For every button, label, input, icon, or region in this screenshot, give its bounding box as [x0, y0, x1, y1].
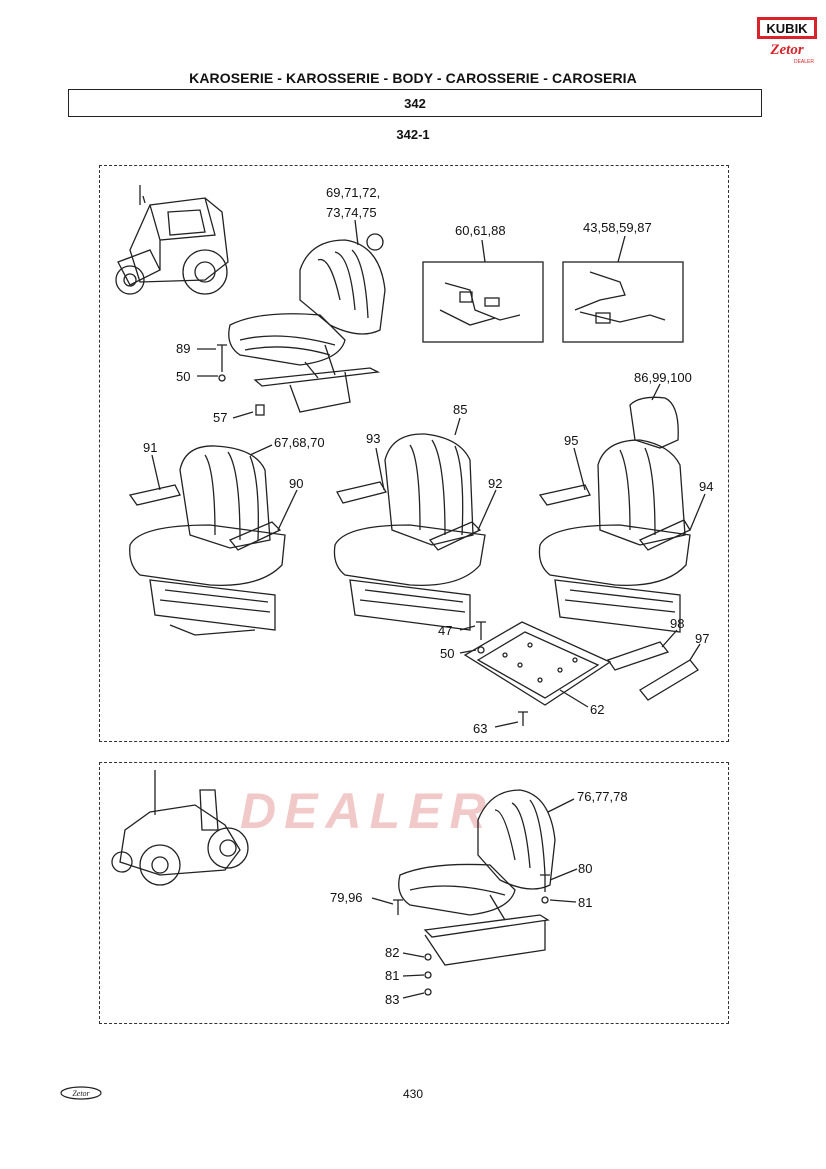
callout-label: 69,71,72, [326, 185, 381, 200]
seat-suspension-b-icon [333, 433, 486, 631]
callout-label: 97 [695, 631, 710, 646]
page-number: 430 [402, 1087, 424, 1101]
leader-line [249, 444, 273, 456]
callout-label: 43,58,59,87 [583, 220, 652, 235]
callout-label: 67,68,70 [274, 435, 325, 450]
washer-50-icon [218, 374, 226, 382]
leader-line [151, 454, 161, 491]
leader-line [689, 493, 706, 531]
callout-label: 57 [213, 410, 228, 425]
part-57-icon [255, 404, 265, 416]
callout-label: 81 [578, 895, 593, 910]
callout-label: 95 [564, 433, 579, 448]
bolt-80-icon [540, 874, 550, 892]
callout-label: 86,99,100 [634, 370, 692, 385]
callout-label: 79,96 [330, 890, 363, 905]
leader-line [375, 447, 385, 491]
callout-label: 60,61,88 [455, 223, 506, 238]
leader-line [402, 952, 425, 958]
leader-line [559, 689, 589, 708]
tractor-illustration-icon [115, 185, 229, 295]
watermark-text: DEALER [240, 783, 494, 839]
footer-logo-text: Zetor [72, 1089, 90, 1098]
leader-line [371, 897, 394, 905]
seat-belt-box-2 [562, 261, 684, 343]
kubik-zetor-logo: KUBIK Zetor DEALER [756, 16, 818, 66]
callout-label: 73,74,75 [326, 205, 377, 220]
seat-belt-icon [439, 282, 521, 326]
seat-basic-lower-icon [398, 789, 556, 966]
callout-label: 83 [385, 992, 400, 1007]
callout-label: 50 [440, 646, 455, 661]
callout-label: 93 [366, 431, 381, 446]
callout-label: 90 [289, 476, 304, 491]
callout-label: 50 [176, 369, 191, 384]
callout-label: 81 [385, 968, 400, 983]
callout-label: 62 [590, 702, 605, 717]
tractor-compact-illustration-icon [111, 770, 249, 886]
washer-81-icon [424, 971, 432, 979]
seat-base-plate-icon [463, 621, 612, 706]
dealer-watermark: DEALER [240, 783, 494, 839]
bolt-47-icon [476, 621, 486, 640]
bracket-97-icon [639, 659, 699, 701]
seat-suspension-c-icon [538, 396, 691, 633]
leader-line [232, 411, 254, 419]
callout-label: 47 [438, 623, 453, 638]
seat-basic-icon [228, 233, 386, 413]
bolt-89-icon [217, 344, 227, 372]
logo-top-text: KUBIK [766, 21, 808, 36]
leader-line [689, 643, 701, 661]
leader-line [661, 629, 678, 648]
callout-label: 92 [488, 476, 503, 491]
leader-line [454, 417, 461, 436]
leader-line [573, 447, 586, 491]
callout-label: 94 [699, 479, 714, 494]
leader-line [617, 235, 626, 263]
leader-line [549, 899, 577, 903]
bracket-98-icon [606, 641, 670, 671]
page-title: KAROSERIE - KAROSSERIE - BODY - CAROSSER… [189, 70, 637, 86]
logo-brand-text: Zetor [769, 42, 803, 58]
leader-line [651, 383, 661, 401]
callout-label: 82 [385, 945, 400, 960]
leader-line [402, 974, 425, 977]
section-number: 342 [404, 95, 426, 111]
washer-82-icon [424, 953, 432, 961]
subsection-number: 342-1 [396, 127, 430, 142]
leader-line [547, 798, 575, 813]
seat-suspension-a-icon [128, 445, 286, 636]
leader-line [277, 489, 298, 531]
leader-line [459, 649, 477, 654]
seat-belt-box-1 [422, 261, 544, 343]
callout-label: 91 [143, 440, 158, 455]
callout-label: 98 [670, 616, 685, 631]
diagram-panel-lower [99, 762, 729, 1024]
washer-81-icon [541, 896, 549, 904]
logo-sub-text: DEALER [794, 59, 814, 65]
leader-line [477, 489, 497, 531]
zetor-footer-logo: Zetor [60, 1086, 102, 1100]
leader-line [354, 219, 359, 246]
callout-label: 85 [453, 402, 468, 417]
section-number-box: 342 [68, 89, 762, 117]
callout-label: 89 [176, 341, 191, 356]
diagram-panel-upper [99, 165, 729, 742]
seat-belt-icon [574, 271, 666, 324]
leader-line [402, 992, 425, 999]
bolt-63-icon [518, 711, 528, 726]
leader-line [549, 868, 578, 881]
callout-label: 76,77,78 [577, 789, 628, 804]
bolt-79-96-icon [393, 899, 403, 915]
leader-line [481, 239, 486, 263]
callout-label: 63 [473, 721, 488, 736]
washer-50-icon [477, 646, 485, 654]
callout-label: 80 [578, 861, 593, 876]
leader-line [494, 721, 519, 728]
nut-83-icon [424, 988, 432, 996]
leader-line [459, 625, 476, 631]
